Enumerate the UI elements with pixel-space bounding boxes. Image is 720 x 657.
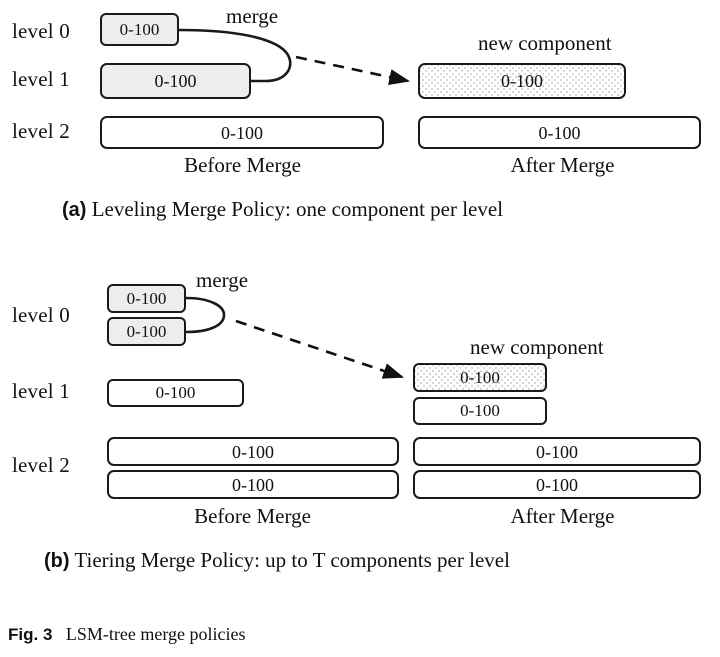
panel-a-before-component-level0[interactable]: 0-100 bbox=[100, 13, 179, 46]
panel-b-before-component-level2-1[interactable]: 0-100 bbox=[107, 437, 399, 466]
component-value: 0-100 bbox=[119, 19, 160, 39]
panel-b-after-component-level1-new[interactable]: 0-100 bbox=[413, 363, 547, 392]
panel-b-merge-bracket bbox=[184, 296, 226, 334]
panel-b-after-component-level1-existing[interactable]: 0-100 bbox=[413, 397, 547, 425]
component-value: 0-100 bbox=[536, 474, 578, 495]
component-value: 0-100 bbox=[501, 71, 543, 91]
panel-b-merge-arrow bbox=[235, 319, 404, 379]
component-value: 0-100 bbox=[155, 383, 196, 402]
panel-a-before-component-level1[interactable]: 0-100 bbox=[100, 63, 251, 99]
figure-number: Fig. 3 bbox=[8, 625, 53, 644]
panel-b-before-component-level2-2[interactable]: 0-100 bbox=[107, 470, 399, 499]
panel-b-after-component-level2-1[interactable]: 0-100 bbox=[413, 437, 701, 466]
figure-caption-text: LSM-tree merge policies bbox=[65, 624, 246, 644]
panel-b-caption: (b) Tiering Merge Policy: up to T compon… bbox=[44, 548, 510, 573]
panel-b-before-component-level0-1[interactable]: 0-100 bbox=[107, 284, 186, 313]
panel-a-before-component-level2[interactable]: 0-100 bbox=[100, 116, 384, 149]
panel-a-merge-arrow bbox=[295, 55, 411, 85]
component-value: 0-100 bbox=[221, 122, 263, 143]
panel-b-new-component-label: new component bbox=[470, 335, 604, 359]
panel-b-level-0-label: level 0 bbox=[12, 303, 70, 327]
panel-b-before-component-level1[interactable]: 0-100 bbox=[107, 379, 244, 407]
component-value: 0-100 bbox=[460, 401, 500, 420]
panel-a-level-2-label: level 2 bbox=[12, 119, 70, 143]
figure-caption: Fig. 3 LSM-tree merge policies bbox=[8, 624, 246, 645]
panel-b-tag: (b) bbox=[44, 550, 70, 572]
panel-b-level-2-label: level 2 bbox=[12, 453, 70, 477]
panel-a-caption-text: Leveling Merge Policy: one component per… bbox=[91, 197, 504, 221]
panel-b-caption-text: Tiering Merge Policy: up to T components… bbox=[74, 548, 510, 572]
panel-b-level-1-label: level 1 bbox=[12, 379, 70, 403]
panel-a-caption: (a) Leveling Merge Policy: one component… bbox=[62, 197, 503, 222]
panel-b-merge-label: merge bbox=[196, 268, 249, 292]
component-value: 0-100 bbox=[154, 71, 197, 91]
component-value: 0-100 bbox=[126, 288, 167, 308]
component-value: 0-100 bbox=[538, 122, 581, 143]
component-value: 0-100 bbox=[232, 474, 274, 495]
panel-a-level-1-label: level 1 bbox=[12, 67, 70, 91]
panel-b-before-component-level0-2[interactable]: 0-100 bbox=[107, 317, 186, 346]
panel-b-before-merge-label: Before Merge bbox=[194, 504, 311, 528]
panel-a-before-merge-label: Before Merge bbox=[184, 153, 301, 177]
panel-a-tag: (a) bbox=[62, 199, 87, 221]
panel-a-after-merge-label: After Merge bbox=[510, 153, 615, 177]
component-value: 0-100 bbox=[536, 441, 578, 462]
panel-b-after-merge-label: After Merge bbox=[510, 504, 615, 528]
component-value: 0-100 bbox=[126, 321, 167, 341]
panel-a-new-component-label: new component bbox=[478, 31, 612, 55]
panel-a-level-0-label: level 0 bbox=[12, 19, 70, 43]
component-value: 0-100 bbox=[460, 367, 500, 387]
panel-a-after-component-level2[interactable]: 0-100 bbox=[418, 116, 701, 149]
panel-a-merge-label: merge bbox=[226, 4, 279, 28]
component-value: 0-100 bbox=[232, 441, 274, 462]
panel-b-after-component-level2-2[interactable]: 0-100 bbox=[413, 470, 701, 499]
panel-a-after-component-level1-new[interactable]: 0-100 bbox=[418, 63, 626, 99]
